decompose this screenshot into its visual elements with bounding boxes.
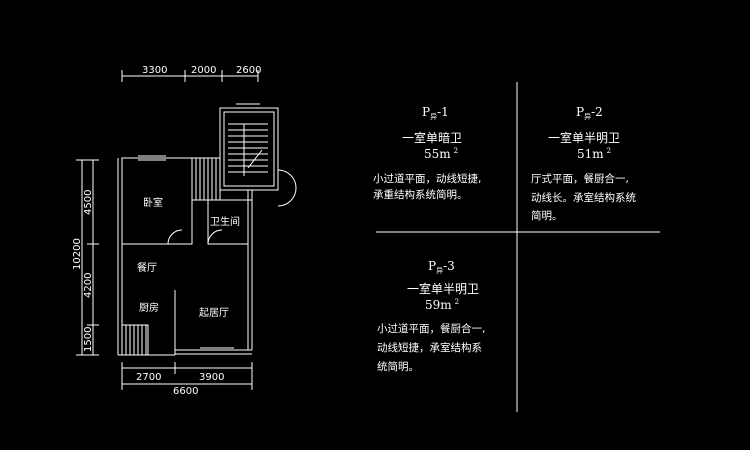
stair-enclosure: [219, 107, 279, 191]
plan-3-desc-line-3: 统简明。: [377, 360, 419, 373]
plan-2-desc-line-2: 动线长。承室结构系统: [531, 191, 636, 204]
top-dim-2: 2000: [191, 65, 216, 76]
bedroom-door-swing: [167, 229, 183, 245]
bathroom-door-swing: [207, 229, 223, 245]
corridor-hatch: [191, 157, 221, 201]
plan-2-code: P异-2: [576, 105, 603, 121]
plan-2-name: 一室单半明卫: [548, 130, 620, 145]
room-kitchen-label: 厨房: [139, 301, 159, 314]
room-living-label: 起居厅: [199, 307, 229, 319]
plan-2-desc-line-1: 厅式平面，餐厨合一,: [531, 172, 629, 185]
left-dim-2: 4200: [83, 273, 94, 298]
room-bedroom-label: 卧室: [143, 196, 163, 209]
room-dining-label: 餐厅: [137, 261, 157, 274]
plan-2-desc-line-3: 简明。: [531, 209, 563, 222]
plan-1-desc-line-2: 承重结构系统简明。: [373, 188, 468, 201]
plan-3-name: 一室单半明卫: [407, 281, 479, 296]
bathroom-walls: [207, 199, 249, 245]
bottom-dim-2: 3900: [199, 372, 224, 383]
stair-inner: [223, 111, 275, 187]
plan-1-code: P异-1: [422, 105, 449, 121]
entry-door-swing: [277, 169, 297, 207]
plan-3-desc-line-2: 动线短捷，承室结构系: [377, 341, 482, 354]
left-dim-1: 4500: [83, 190, 94, 215]
kitchen-balcony: [121, 324, 149, 356]
bottom-total-dim: 6600: [173, 386, 198, 397]
top-dim-1: 3300: [142, 65, 167, 76]
left-dim-3: 1500: [83, 327, 94, 352]
stair-arrow: [247, 149, 263, 169]
top-dim-3: 2600: [236, 65, 261, 76]
room-bathroom-label: 卫生间: [210, 215, 240, 228]
bottom-dim-1: 2700: [136, 372, 161, 383]
left-total-dim: 10200: [72, 238, 83, 270]
plan-3-code: P异-3: [428, 259, 455, 275]
floor-plan-linework: [76, 70, 297, 390]
plan-3-desc-line-1: 小过道平面，餐厨合一,: [377, 322, 485, 335]
plan-1-desc-line-1: 小过道平面，动线短捷,: [373, 172, 481, 185]
bedroom-walls: [121, 157, 193, 245]
plan-1-name: 一室单暗卫: [402, 130, 462, 145]
panel-dividers: [376, 82, 660, 412]
